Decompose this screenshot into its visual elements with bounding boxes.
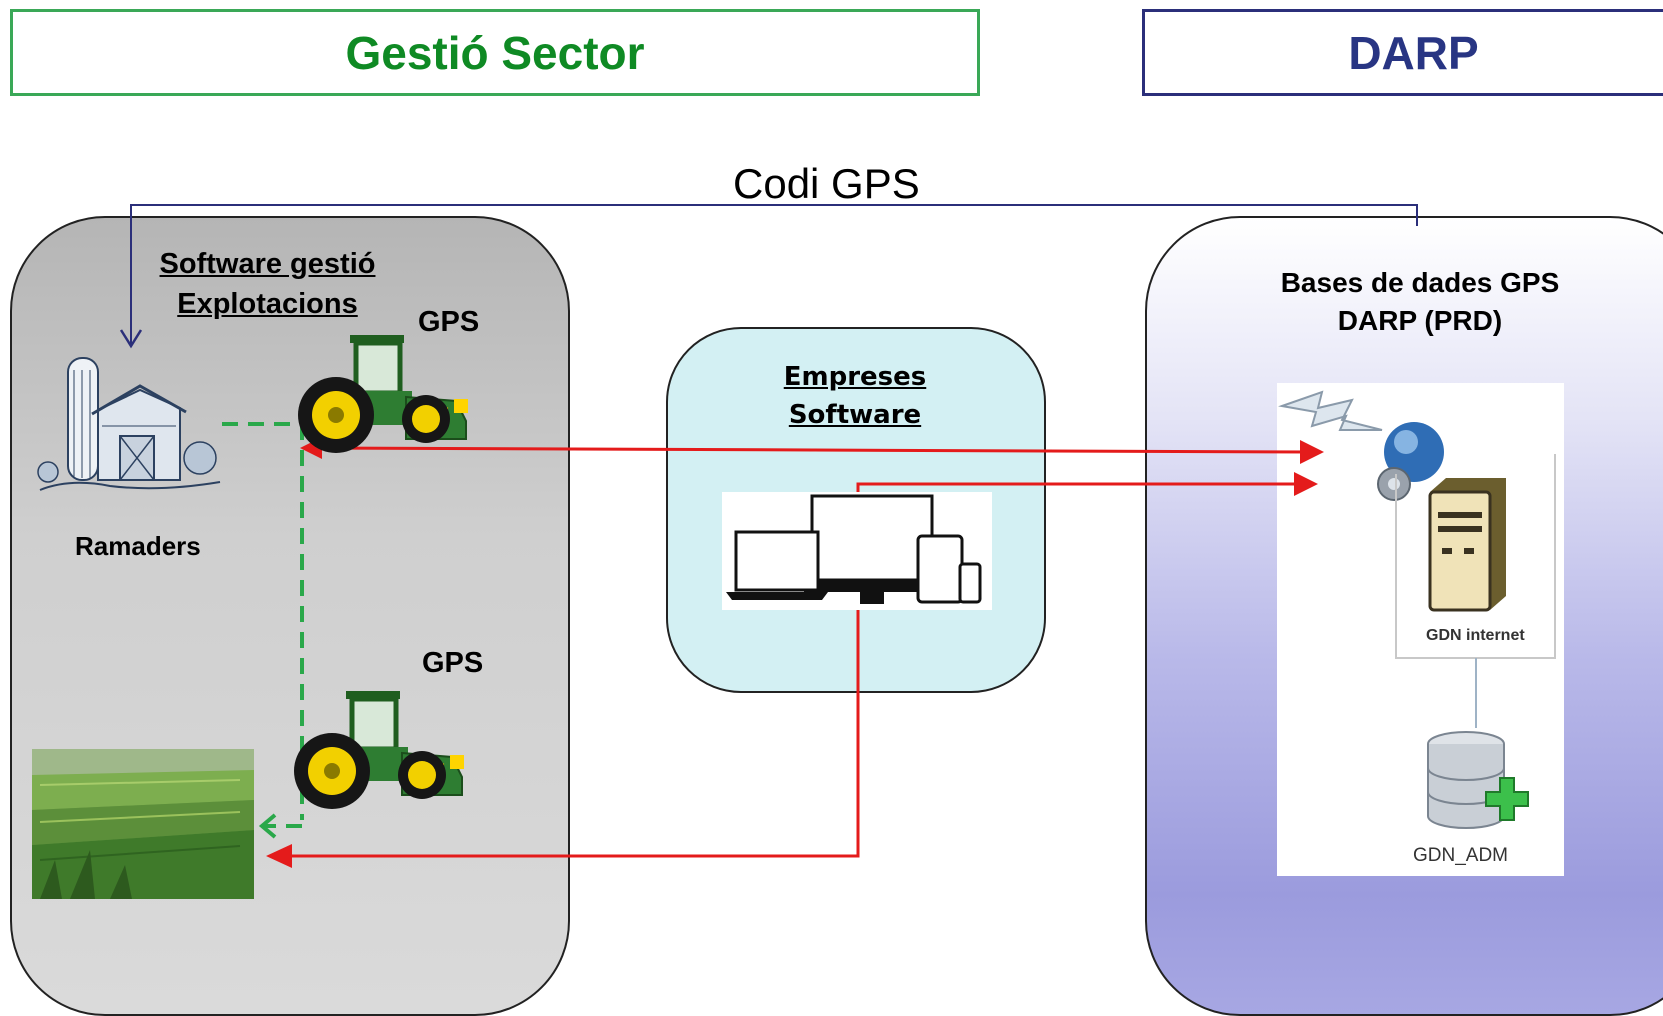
software-title-line2: Explotacions bbox=[177, 288, 358, 320]
database-add-icon bbox=[1427, 731, 1529, 829]
gdn-internet-label: GDN internet bbox=[1426, 627, 1525, 644]
darp-header: DARP bbox=[1142, 9, 1663, 96]
bases-title-line1: Bases de dades GPS bbox=[1280, 267, 1560, 298]
gps-label-bottom: GPS bbox=[422, 647, 484, 679]
red-data-arrows bbox=[266, 437, 1324, 868]
gestio-sector-header: Gestió Sector bbox=[10, 9, 980, 96]
gps-label-top: GPS bbox=[418, 306, 480, 338]
darp-title: DARP bbox=[1348, 26, 1479, 79]
software-title-line1: Software gestió bbox=[159, 248, 376, 280]
codi-gps-label: Codi GPS bbox=[733, 160, 920, 207]
tractor-icon bbox=[298, 335, 468, 453]
globe-gear-icon bbox=[1377, 422, 1444, 501]
green-arrow-head-icon bbox=[258, 813, 277, 839]
green-dashed-link bbox=[222, 422, 304, 828]
tractor-icon bbox=[294, 691, 464, 809]
empreses-title-line2: Software bbox=[788, 400, 922, 430]
bases-title-line2: DARP (PRD) bbox=[1337, 305, 1503, 336]
server-icon bbox=[1428, 478, 1506, 612]
lightning-icon bbox=[1278, 390, 1383, 431]
farmland-photo bbox=[32, 749, 254, 899]
gdn-adm-label: GDN_ADM bbox=[1413, 845, 1509, 866]
gestio-sector-title: Gestió Sector bbox=[345, 26, 645, 79]
empreses-title-line1: Empreses bbox=[783, 362, 927, 392]
bases-dades-title: Bases de dades GPS DARP (PRD) bbox=[1242, 264, 1598, 340]
codi-gps-connector bbox=[119, 204, 1418, 349]
empreses-software-title: Empreses Software bbox=[720, 358, 990, 434]
devices-icon bbox=[722, 492, 992, 610]
server-frame bbox=[1395, 454, 1556, 728]
barn-icon bbox=[37, 357, 221, 491]
ramaders-label: Ramaders bbox=[75, 531, 201, 561]
software-gestio-title: Software gestió Explotacions bbox=[135, 244, 400, 324]
